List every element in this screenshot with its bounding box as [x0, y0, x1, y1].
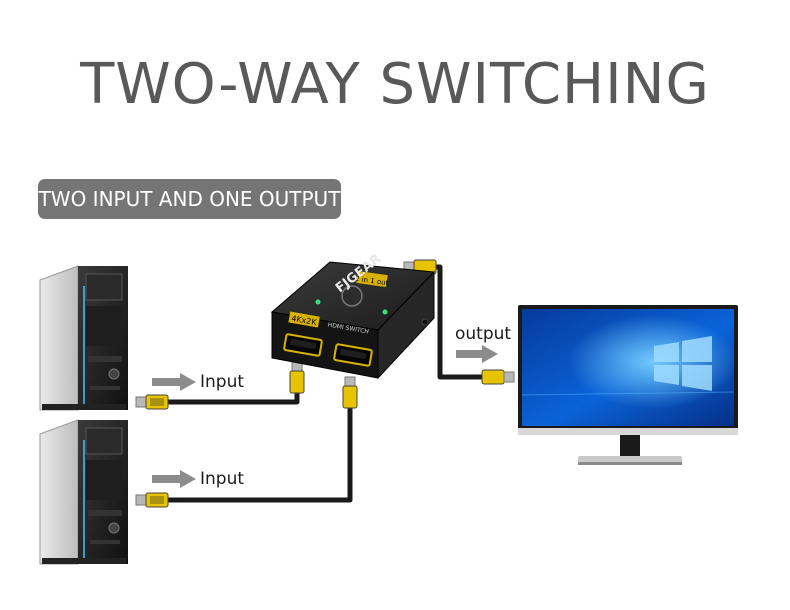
cable-pc2-to-switch: [163, 389, 353, 503]
hdmi-connector-icon: [481, 369, 515, 385]
input-label-bottom: Input: [200, 469, 245, 489]
page-title: TWO-WAY SWITCHING: [80, 52, 710, 117]
hdmi-connector-icon: [342, 376, 358, 409]
arrow-right-icon: [152, 373, 196, 391]
switch-resolution-label: 4Kx2K: [291, 314, 318, 327]
hdmi-switch-icon: 2 in 1 out FJGEAR 4Kx2K HDMI SWITCH: [270, 252, 436, 380]
hdmi-connector-icon: [289, 361, 305, 394]
hdmi-connector-icon: [135, 394, 169, 410]
hdmi-port-2: [333, 343, 373, 367]
switch-side-face: [377, 270, 435, 380]
subtitle-badge: TWO INPUT AND ONE OUTPUT: [38, 179, 341, 219]
output-label: output: [455, 324, 512, 344]
input-label-top: Input: [200, 372, 245, 392]
hdmi-connector-icon: [135, 492, 169, 508]
pc-tower-icon: [39, 419, 128, 565]
arrow-right-icon: [456, 345, 498, 363]
monitor-icon: [518, 305, 738, 465]
hdmi-port-1: [283, 333, 323, 357]
switch-select-button: [341, 285, 363, 307]
windows-logo-icon: [654, 336, 712, 391]
arrow-right-icon: [152, 470, 196, 488]
pc-tower-icon: [39, 265, 128, 411]
cable-switch-to-monitor: [433, 264, 490, 380]
